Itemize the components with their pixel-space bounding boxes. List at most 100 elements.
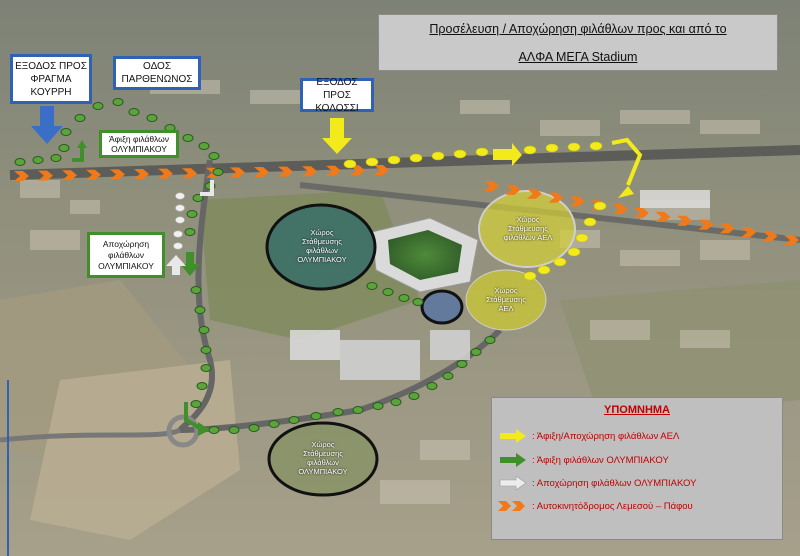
green-route-dot xyxy=(310,412,322,420)
green-route-dot xyxy=(366,282,378,290)
white-route-dot xyxy=(173,230,183,238)
label-line: φιλάθλων xyxy=(107,249,144,260)
yellow-route-dot xyxy=(593,201,607,211)
yellow-route-dot xyxy=(453,149,467,159)
green-route-dot xyxy=(200,364,212,372)
yellow-route-dot xyxy=(567,247,581,257)
green-route-dot xyxy=(382,288,394,296)
green-route-dot xyxy=(200,346,212,354)
label-line: ΕΞΟΔΟΣ ΠΡΟΣ xyxy=(15,60,87,72)
green-route-dot xyxy=(182,134,194,142)
highway-chevron-mark xyxy=(254,167,269,177)
buildings xyxy=(20,80,760,504)
orange-chevron-icon xyxy=(498,501,525,511)
building-block xyxy=(290,330,340,360)
highway-chevron-mark xyxy=(741,227,757,238)
green-route-dot xyxy=(198,142,210,150)
zone-line: φιλάθλων xyxy=(307,458,339,467)
arrival-olympiakos-label: Άφιξη φιλάθλων ΟΛΥΜΠΙΑΚΟΥ xyxy=(99,130,179,158)
field-area-east xyxy=(560,280,800,420)
highway-chevron-mark xyxy=(110,169,125,180)
green-route-dot xyxy=(58,144,70,152)
green-route-dot xyxy=(412,298,424,306)
white-route-dot xyxy=(173,242,183,250)
white-route-dot xyxy=(175,216,185,224)
odos-parthenonos-label: ΟΔΟΣ ΠΑΡΘΕΝΩΝΟΣ xyxy=(113,56,201,90)
green-route-dot xyxy=(184,228,196,236)
zone-line: φιλάθλων ΑΕΛ xyxy=(503,233,553,242)
highway-chevron-mark xyxy=(38,170,53,181)
highway-chevron-mark xyxy=(14,171,29,181)
yellow-arrow-icon xyxy=(493,143,522,166)
yellow-turn-arrow xyxy=(611,137,643,186)
parking-olympiakos-2-label: Χώρος Στάθμευσης φιλάθλων ΟΛΥΜΠΙΑΚΟΥ xyxy=(283,440,363,476)
highway-chevron-mark xyxy=(719,223,735,234)
yellow-route-dot xyxy=(523,145,537,155)
yellow-route-dot xyxy=(431,151,445,161)
stadium xyxy=(371,217,479,293)
label-line: ΟΔΟΣ xyxy=(143,61,171,72)
highway-chevron-mark xyxy=(505,184,521,195)
label-line: ΚΟΛΟΣΣΙ xyxy=(315,102,359,114)
highway-chevron-mark xyxy=(302,166,317,177)
yellow-route-dot xyxy=(365,157,379,167)
parking-ael-zone-2 xyxy=(465,269,547,331)
green-route-dot xyxy=(60,128,72,136)
green-route-dot xyxy=(186,210,198,218)
green-route-dot xyxy=(408,392,420,400)
label-line: ΕΞΟΔΟΣ ΠΡΟΣ xyxy=(316,76,358,101)
green-route-dot xyxy=(426,382,438,390)
highway-chevron-mark xyxy=(230,167,245,178)
green-route-dot xyxy=(248,424,260,432)
green-arrow-icon xyxy=(180,252,200,276)
green-route-dot xyxy=(288,416,300,424)
green-route-dot xyxy=(372,402,384,410)
white-arrow-icon xyxy=(499,476,527,490)
green-arrow-icon xyxy=(500,453,526,467)
green-route-dot xyxy=(484,336,496,344)
label-line: Άφιξη φιλάθλων xyxy=(109,134,169,144)
zone-line: ΑΕΛ xyxy=(498,304,514,313)
parking-olympiakos-zone-1 xyxy=(265,203,377,291)
highway-chevron-mark xyxy=(350,165,365,176)
highway-chevron-mark xyxy=(374,165,389,175)
yellow-arrow-icon xyxy=(500,429,526,443)
yellow-route-dot xyxy=(553,257,567,267)
highway-chevron-mark xyxy=(655,211,671,222)
highway-chevron-mark xyxy=(62,170,77,181)
green-route-dot xyxy=(194,306,206,314)
green-arrow-icon xyxy=(184,402,201,430)
label-line: ΟΛΥΜΠΙΑΚΟΥ xyxy=(98,260,154,271)
parking-ael-1-label: Χώρος Στάθμευσης φιλάθλων ΑΕΛ xyxy=(492,215,564,242)
yellow-route-dot xyxy=(387,155,401,165)
departure-olympiakos-label: Αποχώρηση φιλάθλων ΟΛΥΜΠΙΑΚΟΥ xyxy=(87,232,165,278)
building-block xyxy=(640,190,710,208)
green-route-dot xyxy=(128,108,140,116)
legend-item-olympiakos-arrival: : Άφιξη φιλάθλων ΟΛΥΜΠΙΑΚΟΥ xyxy=(498,452,669,468)
title-panel: Προσέλευση / Αποχώρηση φιλάθλων προς και… xyxy=(378,14,778,71)
white-up-arrow-icon xyxy=(166,255,186,275)
yellow-route-dot xyxy=(583,217,597,227)
green-route-dot xyxy=(470,348,482,356)
highway-chevron-mark xyxy=(182,168,197,179)
label-line: ΟΛΥΜΠΙΑΚΟΥ xyxy=(111,144,167,154)
highway-chevron-mark xyxy=(698,219,714,230)
highway-chevron-mark xyxy=(762,231,778,242)
green-route-dot xyxy=(32,156,44,164)
green-route-dot xyxy=(208,152,220,160)
legend-item-ael: : Άφιξη/Αποχώρηση φιλάθλων ΑΕΛ xyxy=(498,428,679,444)
zone-line: φιλάθλων xyxy=(306,246,338,255)
green-route-dot xyxy=(14,158,26,166)
highway-chevron-mark xyxy=(484,181,499,191)
legend-item-label: : Αποχώρηση φιλάθλων ΟΛΥΜΠΙΑΚΟΥ xyxy=(532,477,697,489)
olympiakos-departure-route xyxy=(173,192,185,250)
white-arrow-icon xyxy=(200,180,214,196)
green-route-dot xyxy=(228,426,240,434)
green-route-dot xyxy=(268,420,280,428)
yellow-route-dot xyxy=(537,265,551,275)
yellow-down-arrow-icon xyxy=(322,118,352,154)
highway-chevron-mark xyxy=(278,166,293,177)
green-arrow-head xyxy=(198,422,210,436)
yellow-route-dot xyxy=(523,271,537,281)
